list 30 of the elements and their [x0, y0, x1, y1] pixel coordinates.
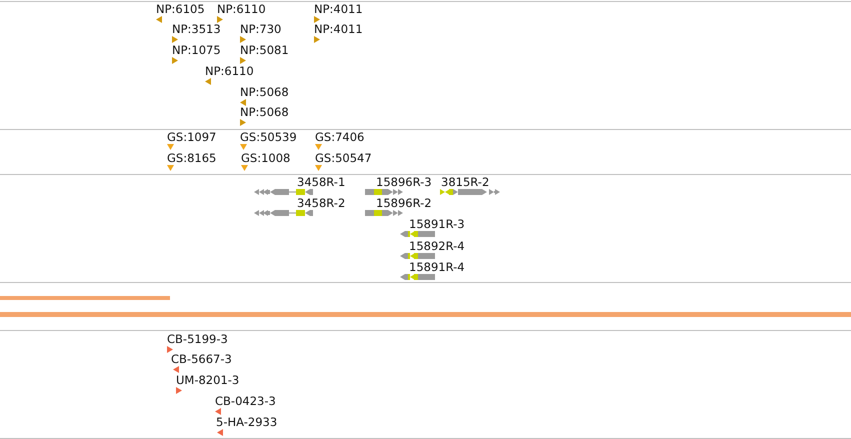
gene-label: 15891R-3 — [409, 218, 465, 231]
feature-label: UM-8201-3 — [176, 374, 240, 387]
feature-label: CB-5199-3 — [167, 333, 228, 346]
feature-label: NP:4011 — [314, 3, 363, 16]
feature-label: GS:1097 — [167, 131, 216, 144]
gene-label: 15896R-3 — [376, 176, 432, 189]
feature-label: NP:3513 — [172, 23, 221, 36]
gene-label: 15892R-4 — [409, 240, 465, 253]
feature-label: GS:1008 — [241, 152, 290, 165]
feature-label: NP:730 — [240, 23, 282, 36]
feature-label: NP:6110 — [217, 3, 266, 16]
gene-label: 3458R-1 — [297, 176, 346, 189]
feature-label: NP:4011 — [314, 23, 363, 36]
feature-label: NP:5081 — [240, 44, 289, 57]
feature-label: NP:6105 — [156, 3, 205, 16]
feature-label: NP:5068 — [240, 86, 289, 99]
feature-label: CB-5667-3 — [171, 353, 232, 366]
feature-label: GS:50547 — [315, 152, 372, 165]
feature-label: NP:5068 — [240, 106, 289, 119]
gene-label: 3815R-2 — [441, 176, 490, 189]
feature-label: GS:7406 — [315, 131, 364, 144]
feature-label: GS:8165 — [167, 152, 216, 165]
feature-label: GS:50539 — [240, 131, 297, 144]
feature-label: CB-0423-3 — [215, 395, 276, 408]
gene-label: 3458R-2 — [297, 197, 346, 210]
gene-label: 15896R-2 — [376, 197, 432, 210]
feature-label: NP:6110 — [205, 65, 254, 78]
feature-label: 5-HA-2933 — [216, 416, 278, 429]
gene-label: 15891R-4 — [409, 261, 465, 274]
feature-label: NP:1075 — [172, 44, 221, 57]
